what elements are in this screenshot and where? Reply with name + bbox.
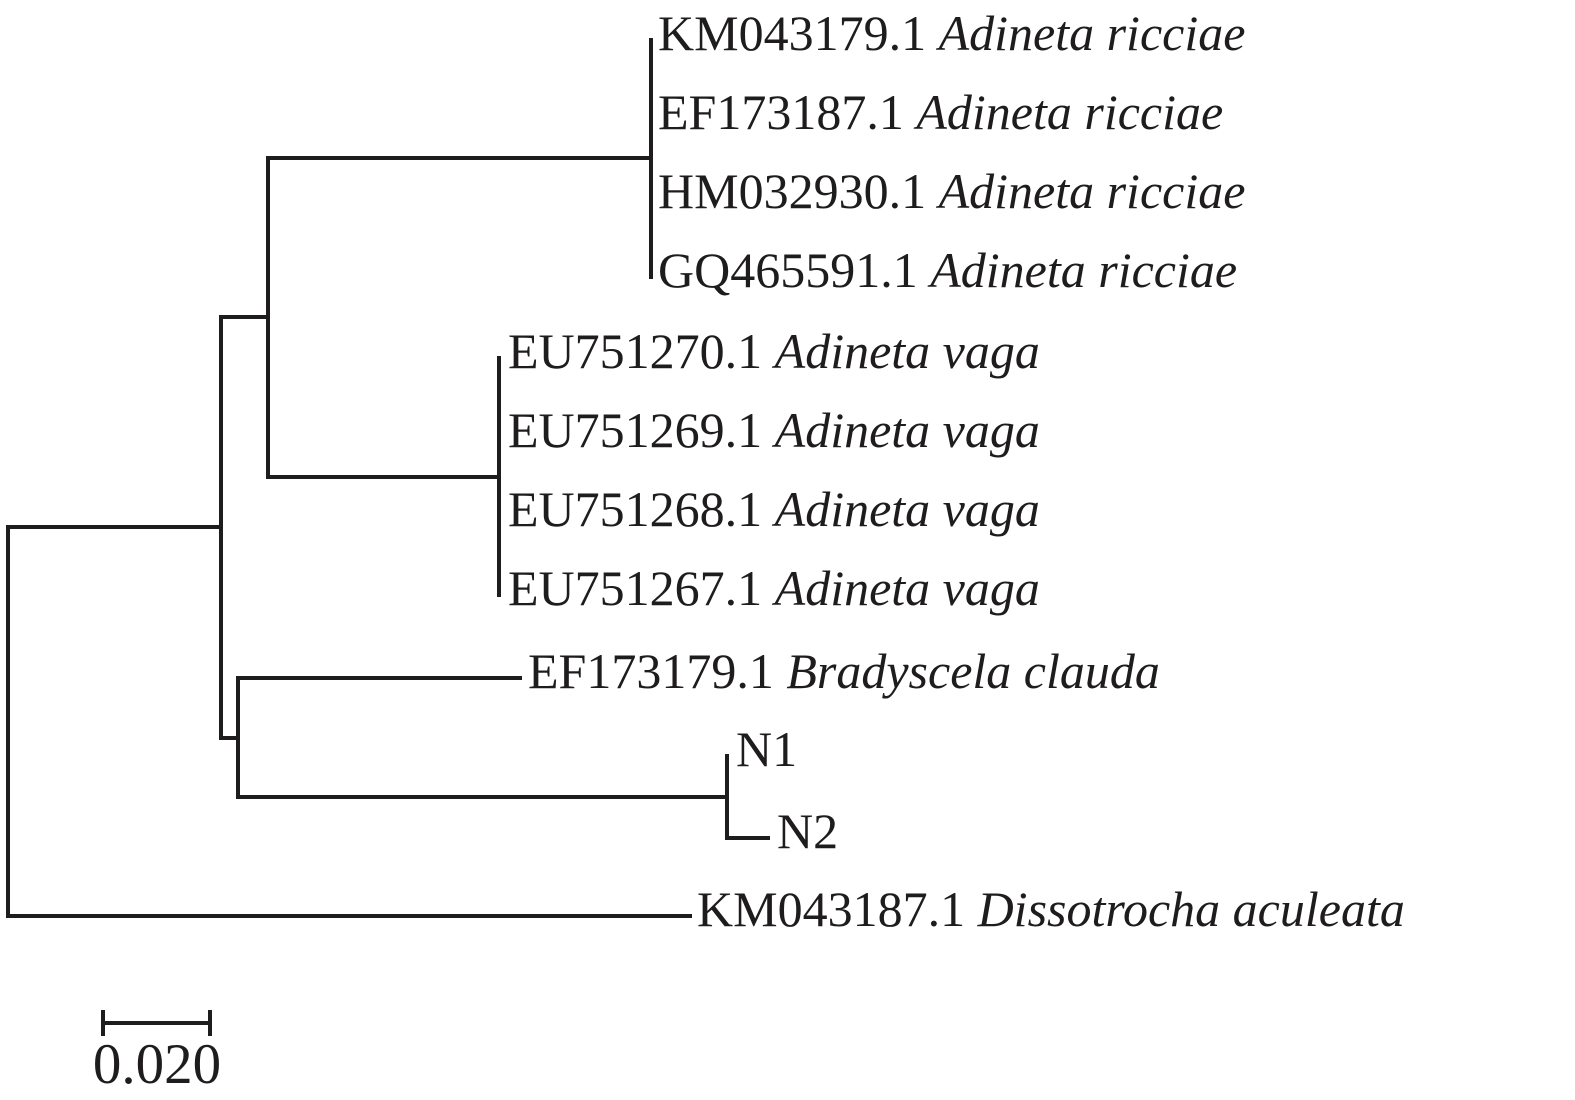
taxon-accession: KM043187.1	[697, 881, 978, 937]
taxon-species-name: Adineta ricciae	[927, 242, 1237, 298]
taxon-species-name: Adineta ricciae	[913, 84, 1223, 140]
taxon-species-name: Adineta vaga	[772, 560, 1040, 616]
taxon-label: GQ465591.1 Adineta ricciae	[658, 242, 1237, 298]
taxon-label: EU751269.1 Adineta vaga	[508, 402, 1040, 458]
taxon-species-name: Adineta vaga	[772, 402, 1040, 458]
taxon-label: EF173187.1 Adineta ricciae	[658, 84, 1223, 140]
taxon-accession: GQ465591.1	[658, 242, 930, 298]
scale-bar-label: 0.020	[93, 1033, 221, 1096]
taxon-accession: KM043179.1	[658, 5, 939, 61]
taxon-species-name: Adineta vaga	[772, 481, 1040, 537]
taxon-label: KM043187.1 Dissotrocha aculeata	[697, 881, 1405, 937]
taxon-accession: EU751268.1	[508, 481, 775, 537]
branches-group	[6, 38, 770, 918]
taxon-accession: EU751267.1	[508, 560, 775, 616]
taxon-label: N2	[777, 803, 838, 859]
taxon-accession: HM032930.1	[658, 163, 939, 219]
taxon-label: EF173179.1 Bradyscela clauda	[528, 643, 1160, 699]
taxon-accession: N1	[736, 721, 797, 777]
taxon-species-name: Dissotrocha aculeata	[977, 881, 1405, 937]
taxon-accession: N2	[777, 803, 838, 859]
taxon-species-name: Adineta ricciae	[936, 5, 1246, 61]
taxon-accession: EF173187.1	[658, 84, 916, 140]
taxon-label: N1	[736, 721, 797, 777]
taxon-species-name: Adineta ricciae	[936, 163, 1246, 219]
taxon-label: EU751267.1 Adineta vaga	[508, 560, 1040, 616]
scale-bar: 0.020	[93, 1010, 221, 1096]
taxon-accession: EF173179.1	[528, 643, 786, 699]
taxon-species-name: Bradyscela clauda	[786, 643, 1160, 699]
taxon-accession: EU751269.1	[508, 402, 775, 458]
taxon-accession: EU751270.1	[508, 323, 775, 379]
taxon-label: KM043179.1 Adineta ricciae	[658, 5, 1245, 61]
taxon-label: EU751268.1 Adineta vaga	[508, 481, 1040, 537]
taxon-label: HM032930.1 Adineta ricciae	[658, 163, 1245, 219]
taxon-label: EU751270.1 Adineta vaga	[508, 323, 1040, 379]
taxon-species-name: Adineta vaga	[772, 323, 1040, 379]
